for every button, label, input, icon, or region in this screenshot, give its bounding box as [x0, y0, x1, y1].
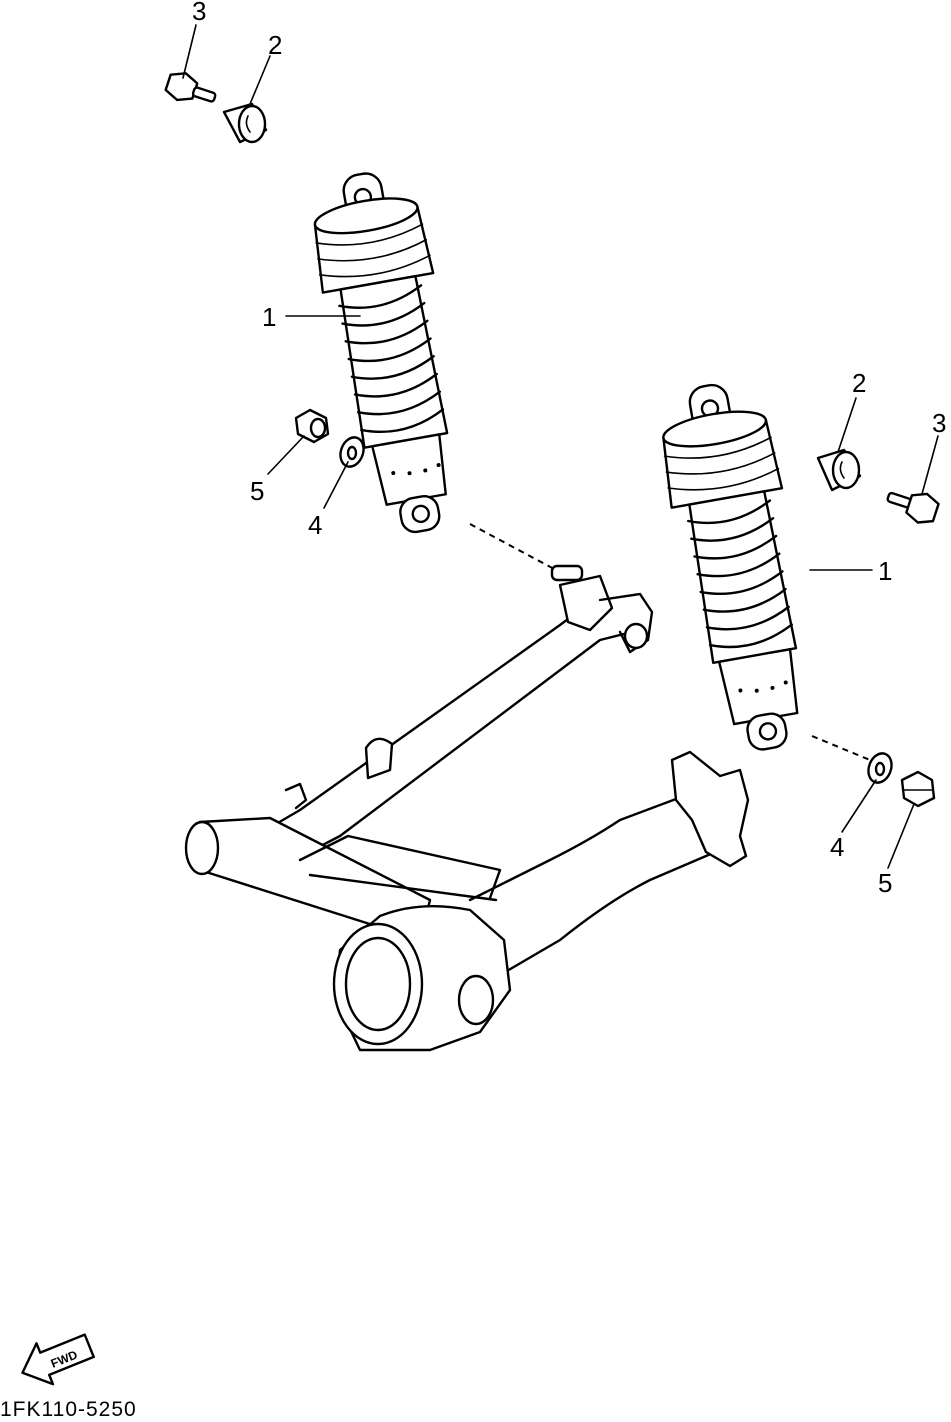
right-bolt: [886, 491, 940, 524]
left-shock-absorber: [313, 172, 449, 534]
left-bolt: [164, 72, 217, 103]
right-alignment-line: [811, 735, 871, 761]
callout-right-bushing: 2: [852, 368, 866, 398]
left-nut: [294, 408, 330, 444]
callout-left-bolt: 3: [192, 0, 206, 26]
diagram-code: 1FK110-5250: [0, 1398, 137, 1421]
callout-left-shock: 1: [262, 302, 276, 332]
callout-right-shock: 1: [878, 556, 892, 586]
callout-right-nut: 5: [878, 868, 892, 898]
right-washer: [867, 752, 893, 784]
callout-left-nut: 5: [250, 476, 264, 506]
right-shock-absorber: [662, 383, 799, 751]
left-alignment-line: [469, 523, 557, 571]
left-bushing: [222, 102, 268, 144]
right-nut: [900, 770, 936, 808]
leader-lines: [182, 24, 939, 869]
callout-right-washer: 4: [830, 832, 844, 862]
callout-left-bushing: 2: [268, 30, 282, 60]
swing-arm: [184, 564, 750, 1052]
fwd-arrow-icon: FWD: [21, 1333, 95, 1386]
right-bushing: [816, 448, 862, 492]
callout-left-washer: 4: [308, 510, 322, 540]
left-washer: [339, 436, 365, 468]
callout-right-bolt: 3: [932, 408, 946, 438]
